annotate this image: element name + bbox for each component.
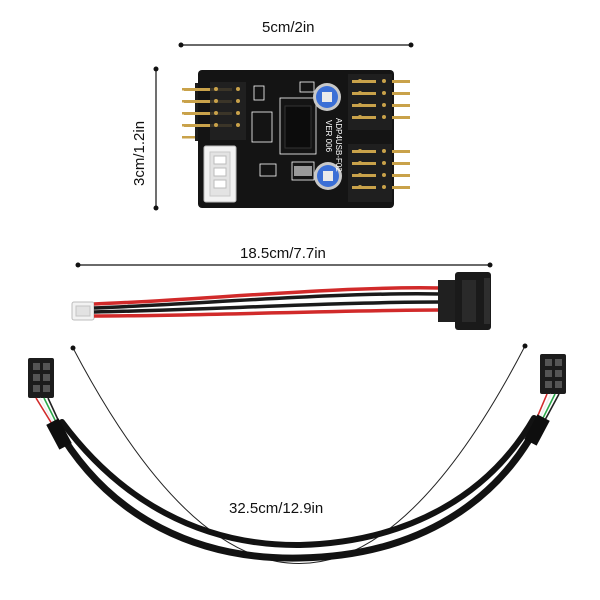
board-model-text: ADP4USB-F02 [334,118,343,172]
sata-power-cable [71,272,491,330]
crystal-oscillator [294,166,312,176]
board-height-dimension-line [153,66,159,211]
usb-right-connector [535,354,566,421]
board-height-label: 3cm/1.2in [131,120,148,186]
sata-length-dimension-line [75,262,493,268]
capacitor-bottom [314,162,342,190]
usb-cable-length-label: 32.5cm/12.9in [229,500,324,517]
usb-header-cable [28,354,566,562]
board-width-label: 5cm/2in [262,19,315,36]
usb-length-dimension-arc [70,343,528,564]
board-version-text: VER 006 [324,120,333,153]
power-connector [203,145,237,203]
usb-left-connector [28,358,61,425]
board-width-dimension-line [178,42,414,48]
controller-chip [284,105,312,149]
sata-connector [438,272,491,330]
capacitor-top [313,83,341,111]
board-silkscreen [251,81,317,181]
adapter-board: ADP4USB-F02 VER 006 [182,70,410,208]
sata-cable-length-label: 18.5cm/7.7in [240,245,326,262]
right-pin-header-bottom [348,144,410,202]
right-pin-header-top [348,74,410,130]
left-pin-header-pins [184,82,246,140]
